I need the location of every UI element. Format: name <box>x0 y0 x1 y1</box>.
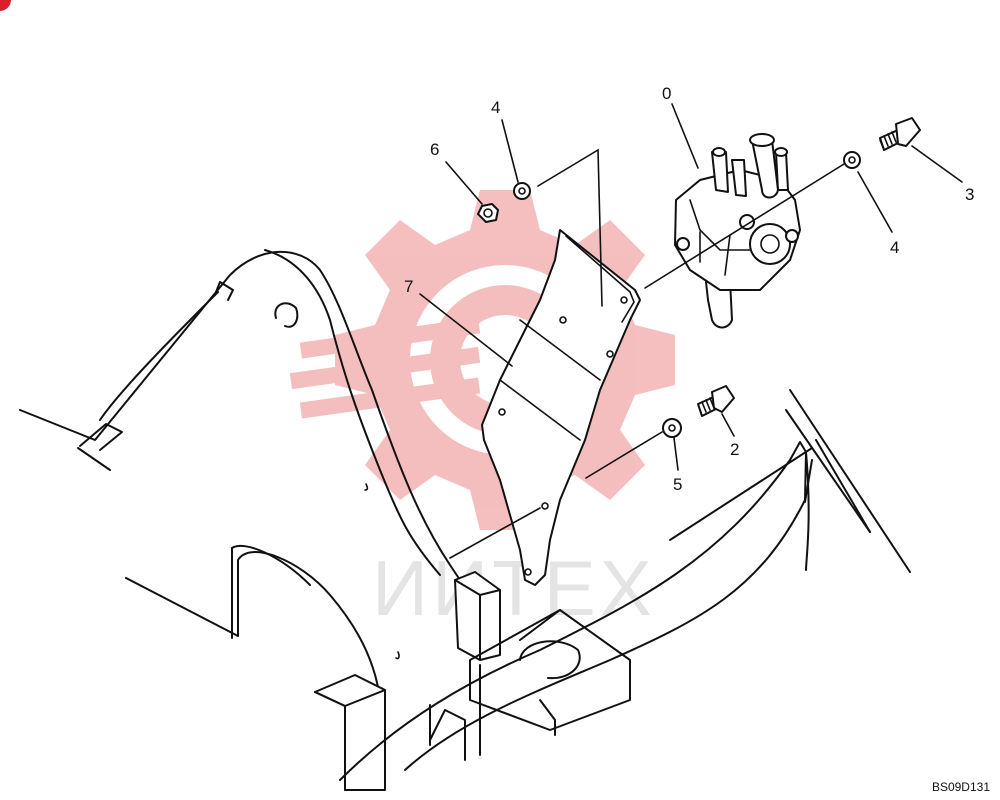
washer-4-right <box>843 151 861 169</box>
watermark-text: ИИТЕХ <box>372 544 656 632</box>
watermark-logo <box>289 190 675 530</box>
callout-0: 0 <box>662 84 671 103</box>
callout-2: 2 <box>730 440 739 459</box>
bolt-2 <box>697 385 735 417</box>
washer-4-left <box>513 182 531 200</box>
machine-frame <box>19 249 911 791</box>
callout-4-left: 4 <box>491 98 500 117</box>
nut-6 <box>477 203 499 223</box>
diagram-code: BS09D131 <box>931 780 990 794</box>
callout-3: 3 <box>965 185 974 204</box>
callout-5: 5 <box>673 475 682 494</box>
callout-7: 7 <box>404 277 413 296</box>
washer-5 <box>662 418 682 438</box>
bolt-3 <box>879 117 921 151</box>
callout-6: 6 <box>430 140 439 159</box>
callout-4-right: 4 <box>890 238 899 257</box>
leader-lines <box>419 103 963 471</box>
corner-marker <box>0 0 11 11</box>
assembly-lines <box>449 148 845 559</box>
bracket-plate <box>481 229 641 586</box>
